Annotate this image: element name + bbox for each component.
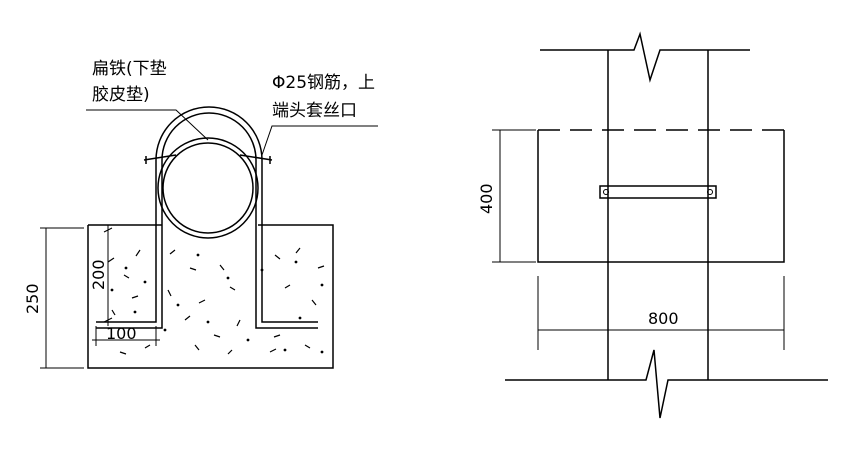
dim-line-250 [40,227,84,369]
flat-iron-strap [143,154,273,164]
label-rebar-line2: 端头套丝口 [272,101,357,121]
label-flat-iron-line2: 胶皮垫) [92,85,150,105]
pipe-bottom-break [505,349,828,419]
dim-line-200 [103,225,113,326]
pipe-top-break [540,31,750,83]
concrete-hatch [107,247,325,355]
dim-line-800 [537,276,785,350]
label-rebar-line1: Φ25钢筋，上 [272,73,375,93]
section-view: 扁铁(下垫 胶皮垫) Φ25钢筋，上 端头套丝口 250 200 100 [23,59,378,369]
dim-text-800: 800 [648,309,679,328]
dim-text-100: 100 [106,324,137,343]
dim-text-400: 400 [477,183,496,214]
u-bolt-rebar [96,106,318,329]
u-bolt-rebar-inner [161,112,257,161]
leader-rebar [261,125,378,156]
bolt-hole-left [603,189,609,195]
base-outline-plan [537,130,785,263]
concrete-base-outline [87,224,334,369]
bolt-hole-right [707,189,713,195]
leader-flat-iron [86,109,209,141]
pipe-outer [157,137,259,239]
plan-view: 400 800 [477,31,828,419]
dim-text-250: 250 [23,283,42,314]
dim-line-100 [92,326,160,346]
label-flat-iron-line1: 扁铁(下垫 [92,59,167,79]
flat-iron-plan [599,185,717,199]
dim-line-400 [492,129,536,263]
pipe-inner [162,142,254,234]
dim-text-200: 200 [89,259,108,290]
